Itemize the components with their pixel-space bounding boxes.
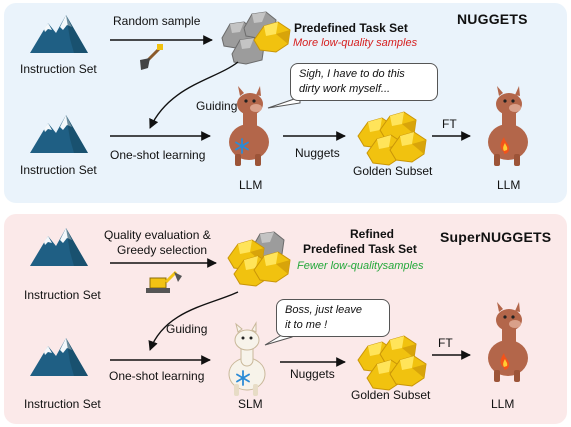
instruction-set-label: Instruction Set bbox=[20, 62, 97, 76]
panel-title: SuperNUGGETS bbox=[440, 229, 552, 245]
speech-bubble-line: Sigh, I have to do this bbox=[299, 68, 405, 80]
result-model-label: LLM bbox=[497, 178, 521, 192]
golden-subset-label: Golden Subset bbox=[353, 164, 433, 178]
speech-bubble: Boss, just leave it to me ! bbox=[276, 299, 390, 337]
refined-task-set-title: Refined bbox=[350, 227, 395, 241]
speech-bubble-line: dirty work myself... bbox=[299, 83, 391, 95]
instruction-set-label: Instruction Set bbox=[20, 163, 97, 177]
model-label: LLM bbox=[239, 178, 263, 192]
golden-subset-label: Golden Subset bbox=[351, 388, 431, 402]
speech-bubble: Sigh, I have to do this dirty work mysel… bbox=[290, 63, 438, 101]
speech-bubble-line: Boss, just leave bbox=[285, 304, 363, 316]
one-shot-learning-label: One-shot learning bbox=[110, 148, 206, 162]
ft-label: FT bbox=[438, 336, 453, 350]
model-label: SLM bbox=[238, 397, 263, 411]
random-sample-label: Random sample bbox=[113, 14, 201, 28]
ft-label: FT bbox=[442, 117, 457, 131]
predefined-task-set-title: Predefined Task Set bbox=[294, 21, 408, 35]
refined-task-set-note: Fewer low-qualitysamples bbox=[297, 260, 424, 272]
one-shot-learning-label: One-shot learning bbox=[109, 369, 205, 383]
greedy-selection-label: Greedy selection bbox=[117, 243, 208, 257]
guiding-label: Guiding bbox=[196, 99, 238, 113]
speech-bubble-line: it to me ! bbox=[285, 319, 328, 331]
instruction-set-label: Instruction Set bbox=[24, 397, 101, 411]
instruction-set-label: Instruction Set bbox=[24, 288, 101, 302]
quality-evaluation-label: Quality evaluation & bbox=[104, 228, 211, 242]
refined-task-set-title: Predefined Task Set bbox=[303, 242, 417, 256]
guiding-label: Guiding bbox=[166, 322, 208, 336]
predefined-task-set-note: More low-quality samples bbox=[293, 37, 418, 49]
result-model-label: LLM bbox=[491, 397, 515, 411]
panel-title: NUGGETS bbox=[457, 11, 528, 27]
nuggets-label: Nuggets bbox=[295, 146, 340, 160]
nuggets-label: Nuggets bbox=[290, 367, 335, 381]
